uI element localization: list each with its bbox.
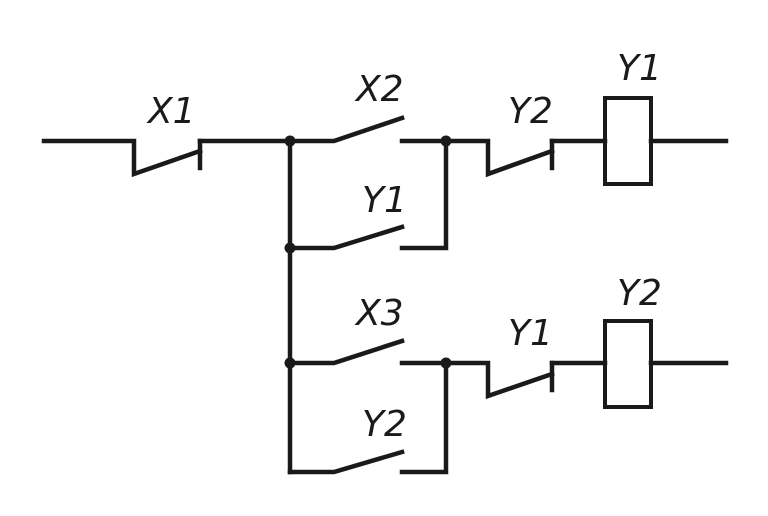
contact-y2-nc-series <box>443 138 608 178</box>
junction-node <box>440 135 452 147</box>
label-y2-parallel: Y2 <box>362 404 407 445</box>
label-coil-y1: Y1 <box>617 48 662 89</box>
label-y2-series: Y2 <box>508 91 553 132</box>
label-coil-y2: Y2 <box>617 273 662 314</box>
junction-node <box>284 357 296 369</box>
label-x2: X2 <box>354 69 404 110</box>
junction-node <box>284 242 296 254</box>
label-x3: X3 <box>354 293 404 334</box>
label-x1: X1 <box>146 91 196 132</box>
contact-x1-nc <box>41 138 203 178</box>
junction-node <box>440 357 452 369</box>
contact-y1-nc-series <box>443 360 608 400</box>
contact-y1-no-parallel <box>287 138 449 251</box>
coil-y1 <box>603 96 653 186</box>
contact-x3-no <box>287 338 449 366</box>
label-y1-parallel: Y1 <box>362 180 407 221</box>
label-y1-series: Y1 <box>508 313 553 354</box>
coil-y2 <box>603 319 653 409</box>
junction-node <box>284 135 296 147</box>
contact-x2-no <box>287 115 449 144</box>
contact-y2-no-parallel <box>287 360 449 475</box>
